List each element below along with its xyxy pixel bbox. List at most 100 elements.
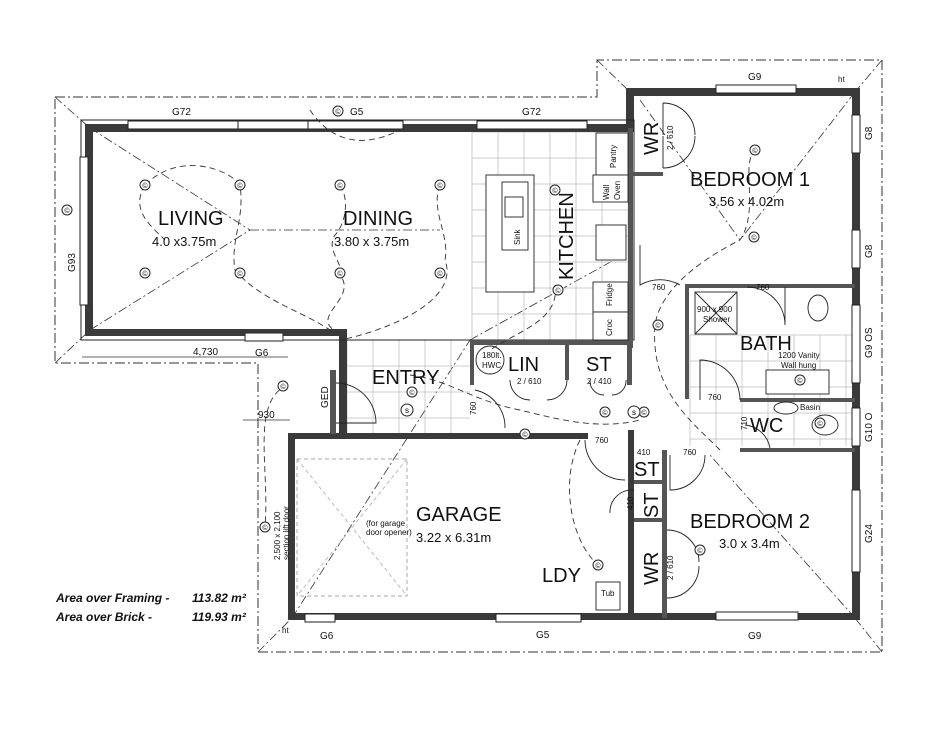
svg-text:930: 930 [258,410,275,421]
window-labels: G72 G5 G72 G93 G6 G9 G8 G8 G9 OS G10 O G… [67,72,875,642]
svg-text:180lt.: 180lt. [482,351,502,360]
door-garage [474,389,506,429]
dining-size: 3.80 x 3.75m [334,234,409,249]
light-icon: © [652,319,664,331]
window-g5-garage [495,613,582,623]
svg-text:©: © [697,547,703,555]
svg-text:(for garage: (for garage [366,519,406,528]
toilet-bath [807,294,829,322]
svg-text:GED: GED [320,386,331,408]
light-icon: © [749,144,761,156]
svg-text:©: © [641,409,647,417]
light-icon: © [234,179,246,191]
svg-text:©: © [142,182,148,190]
window-g9-bed2 [715,611,799,621]
door-wr2 [666,529,700,599]
fridge [592,281,629,313]
svg-text:©: © [280,383,286,391]
svg-text:900 x 900: 900 x 900 [697,305,733,314]
svg-text:2 / 610: 2 / 610 [666,555,675,580]
svg-text:G24: G24 [864,524,875,543]
svg-text:©: © [555,287,561,295]
bedroom1-label: BEDROOM 1 [690,169,810,191]
garage-label: GARAGE [416,504,502,526]
svg-text:Croc: Croc [605,319,614,336]
svg-text:Fridge: Fridge [605,283,614,306]
kitchen-fittings [475,132,629,375]
light-icon: © [277,380,289,392]
svg-text:Wall hung: Wall hung [781,361,816,370]
door-bed1 [639,245,681,286]
svg-text:Tub: Tub [601,589,615,598]
door-bath2 [699,359,741,401]
window-g5 [307,120,404,130]
st3-label: ST [641,492,663,518]
dimension-labels: 4,730 930 2 / 610 2 / 610 2 / 610 2 / 41… [82,125,770,580]
laundry-tub [595,581,621,611]
light-icon: © [334,179,346,191]
svg-text:©: © [409,389,415,397]
light-icon: © [592,559,604,571]
svg-text:G72: G72 [522,107,541,118]
light-icon: © [519,428,531,440]
doors [335,102,786,599]
svg-text:ht: ht [282,626,289,635]
svg-text:G10 O: G10 O [864,412,875,442]
light-icon: © [406,386,418,398]
svg-text:HWC: HWC [482,361,501,370]
area-framing-label: Area over Framing - [55,591,169,605]
svg-text:760: 760 [756,283,770,292]
area-summary: Area over Framing - 113.82 m² Area over … [55,591,247,624]
svg-text:2 / 610: 2 / 610 [666,125,675,150]
svg-text:G8: G8 [864,244,875,258]
light-icon: © [332,105,344,117]
lin-label: LIN [508,354,539,376]
area-framing-value: 113.82 m² [192,591,247,605]
svg-text:G5: G5 [536,630,550,641]
light-icon: © [234,267,246,279]
svg-text:©: © [142,270,148,278]
svg-text:G6: G6 [320,631,334,642]
light-icon: © [434,267,446,279]
area-brick-value: 119.93 m² [192,610,247,624]
svg-text:©: © [751,234,757,242]
svg-text:door opener): door opener) [366,528,412,537]
windows [79,84,861,623]
wc-label: WC [750,415,783,437]
ldy-label: LDY [542,565,581,587]
svg-text:s: s [632,408,636,417]
st-label: ST [586,354,612,376]
svg-text:Oven: Oven [613,181,622,200]
light-icon: © [434,179,446,191]
door-bath [746,286,786,326]
light-icon: © [61,204,73,216]
living-label: LIVING [158,208,224,230]
garage-door-opener-area [296,458,408,597]
svg-text:760: 760 [595,436,609,445]
hwc-tank [475,345,505,375]
roof-hip-lines [54,59,883,653]
svg-text:G5: G5 [350,107,364,118]
light-icon: © [599,406,611,418]
area-brick-label: Area over Brick - [55,610,152,624]
svg-text:©: © [262,524,268,532]
svg-text:©: © [552,187,558,195]
wr1-label: WR [641,122,663,155]
svg-text:G9 OS: G9 OS [864,327,875,358]
svg-text:©: © [602,409,608,417]
window-g9os [851,304,861,384]
svg-text:©: © [437,270,443,278]
croc [592,311,629,341]
svg-text:Wall: Wall [602,185,611,200]
svg-text:Sink: Sink [513,228,522,245]
svg-text:Pantry: Pantry [609,145,618,168]
svg-text:G9: G9 [748,631,762,642]
svg-text:760: 760 [708,393,722,402]
svg-text:section lift door: section lift door [282,506,291,560]
bedroom1-size: 3.56 x 4.02m [709,194,784,209]
door-hall [584,439,626,481]
svg-text:G72: G72 [172,107,191,118]
cooktop [595,224,627,261]
